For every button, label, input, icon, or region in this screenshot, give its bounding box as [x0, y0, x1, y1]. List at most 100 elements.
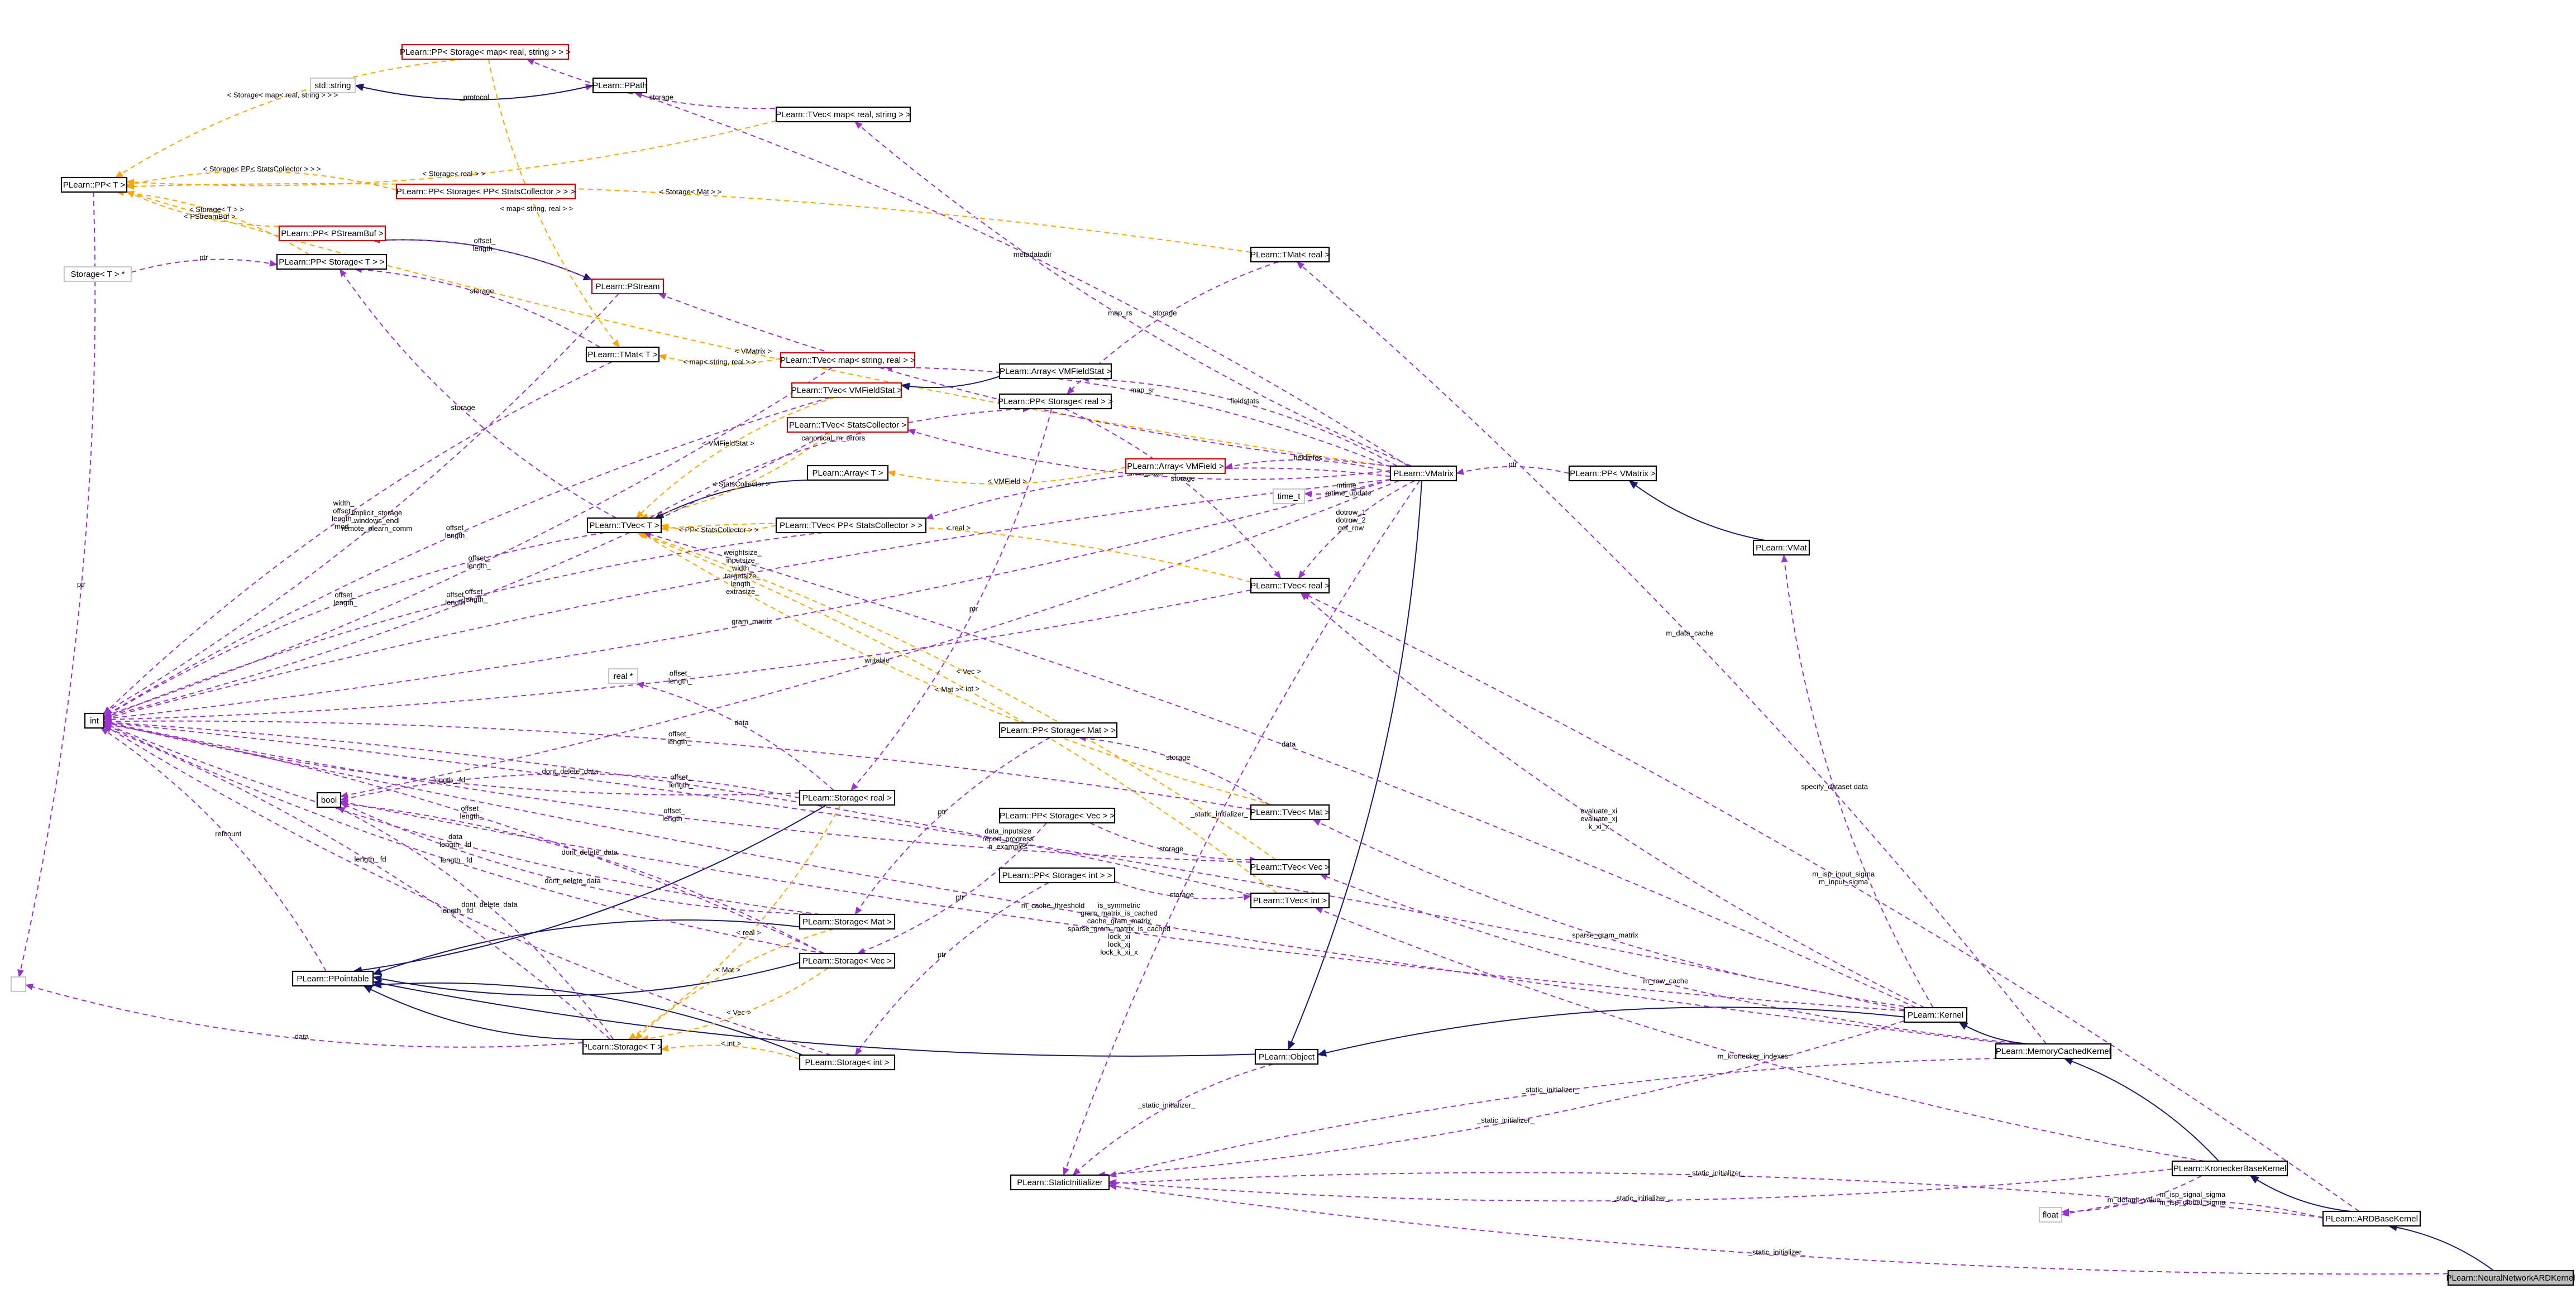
node-storage-mat[interactable]: PLearn::Storage< Mat > — [799, 913, 896, 930]
node-pp-storage-vec[interactable]: PLearn::PP< Storage< Vec > > — [998, 807, 1116, 824]
usage-edge-vmatrix-to-staticinit — [1063, 480, 1421, 1176]
usage-edge-kernel-to-int — [103, 720, 1905, 1010]
node-pp-t[interactable]: PLearn::PP< T > — [60, 176, 128, 193]
node-vmatrix[interactable]: PLearn::VMatrix — [1389, 465, 1457, 482]
node-label: PLearn::Array< T > — [812, 468, 883, 478]
node-ppath[interactable]: PLearn::PPath — [592, 77, 648, 94]
node-storage-t[interactable]: PLearn::Storage< T > — [582, 1038, 662, 1055]
node-box — [799, 952, 896, 969]
node-storage-vec[interactable]: PLearn::Storage< Vec > — [799, 952, 896, 969]
node-box — [2322, 1210, 2421, 1227]
node-std-string[interactable]: std::string — [309, 77, 356, 94]
node-bool[interactable]: bool — [316, 792, 342, 808]
node-ardbase[interactable]: PLearn::ARDBaseKernel — [2322, 1210, 2421, 1227]
node-box — [2447, 1269, 2574, 1286]
usage-edge-pp_storage_vec-to-storage_vec — [857, 822, 1047, 954]
usage-edge-vmatrix-to-pstream — [658, 293, 1393, 467]
inheritance-edge-ardbase-to-kronecker — [2249, 1175, 2352, 1212]
node-tvec-map-real-string[interactable]: PLearn::TVec< map< real, string > > — [775, 106, 911, 123]
edge-label: length_ fd — [441, 906, 473, 914]
node-empty-box[interactable] — [10, 976, 27, 993]
edge-labels-layer: < VMatrix >< Storage< map< real, string … — [77, 91, 2226, 1257]
edge-label: length_ fd — [355, 855, 386, 864]
node-array-t[interactable]: PLearn::Array< T > — [806, 464, 889, 481]
node-memcached[interactable]: PLearn::MemoryCachedKernel — [1995, 1043, 2112, 1060]
node-box — [806, 464, 889, 481]
node-box — [291, 970, 374, 987]
node-pp-vmatrix[interactable]: PLearn::PP< VMatrix > — [1568, 465, 1657, 482]
edge-label: offset_length_ — [662, 806, 686, 822]
template-edge-pp_storage_map-to-tmat_t — [488, 59, 620, 348]
node-pp-storage-mat[interactable]: PLearn::PP< Storage< Mat > > — [998, 722, 1118, 739]
node-array-vmfield[interactable]: PLearn::Array< VMField > — [1125, 458, 1226, 475]
edge-label: sparse_gram_matrix — [1572, 931, 1638, 939]
template-edge-pp_storage_t-to-pp_t — [116, 189, 310, 255]
edge-label: dont_delete_data — [562, 848, 618, 856]
edge-label: ptr — [199, 253, 208, 261]
usage-edge-tvec_real-to-int — [103, 589, 1251, 723]
node-box — [592, 77, 648, 94]
node-pp-storage-int[interactable]: PLearn::PP< Storage< int > > — [998, 867, 1116, 884]
node-pp-storage-t[interactable]: PLearn::PP< Storage< T > > — [276, 253, 388, 270]
node-box — [799, 1054, 896, 1071]
node-box — [998, 722, 1118, 739]
node-pp-storage-map[interactable]: PLearn::PP< Storage< map< real, string >… — [400, 44, 571, 60]
node-array-vmfieldstat[interactable]: PLearn::Array< VMFieldStat > — [998, 363, 1112, 380]
node-tvec-int[interactable]: PLearn::TVec< int > — [1250, 892, 1330, 909]
usage-edge-vmatrix-to-tvec_map_real_string — [854, 121, 1412, 467]
node-label: PLearn::PStream — [595, 282, 659, 291]
node-box — [799, 913, 896, 930]
node-tvec-map-string-real[interactable]: PLearn::TVec< map< string, real > > — [780, 352, 915, 368]
node-ppointable[interactable]: PLearn::PPointable — [291, 970, 374, 987]
edge-label: offset_length_ — [467, 554, 491, 570]
node-nnard[interactable]: PLearn::NeuralNetworkARDKernel — [2446, 1269, 2575, 1286]
node-storage-t-ptr[interactable]: Storage< T > * — [63, 266, 132, 282]
node-tmat-t[interactable]: PLearn::TMat< T > — [585, 346, 660, 363]
node-storage-int[interactable]: PLearn::Storage< int > — [799, 1054, 896, 1071]
edge-label: _protocol — [458, 93, 489, 102]
node-box — [586, 517, 662, 534]
edge-label: < map< string, real > > — [683, 357, 756, 366]
node-pp-pstreambuf[interactable]: PLearn::PP< PStreamBuf > — [278, 225, 386, 242]
node-vmat[interactable]: PLearn::VMat — [1752, 539, 1810, 556]
node-pstream[interactable]: PLearn::PStream — [591, 278, 665, 295]
node-tvec-real[interactable]: PLearn::TVec< real > — [1250, 577, 1330, 594]
node-tvec-statscoll[interactable]: PLearn::TVec< StatsCollector > — [786, 416, 909, 433]
usage-edge-storage_int-to-int — [103, 724, 831, 1056]
node-tvec-t[interactable]: PLearn::TVec< T > — [586, 517, 662, 534]
node-pp-storage-real[interactable]: PLearn::PP< Storage< real > > — [998, 393, 1113, 410]
edge-label: < Mat > — [716, 966, 740, 974]
node-tmat-real[interactable]: PLearn::TMat< real > — [1250, 246, 1330, 263]
node-tvec-vmfieldstat[interactable]: PLearn::TVec< VMFieldStat > — [791, 382, 902, 399]
node-float[interactable]: float — [2038, 1206, 2063, 1223]
node-kernel[interactable]: PLearn::Kernel — [1903, 1007, 1968, 1023]
node-real-ptr[interactable]: real * — [608, 668, 639, 684]
usage-edge-object-to-staticinit — [1072, 1063, 1274, 1176]
node-label: Storage< T > * — [70, 270, 125, 279]
edge-label: m_data_cache — [1666, 629, 1713, 637]
node-kronecker[interactable]: PLearn::KroneckerBaseKernel — [2171, 1160, 2288, 1177]
usage-edge-tvec_statscoll-to-int — [103, 432, 830, 718]
node-int[interactable]: int — [84, 712, 105, 729]
node-box — [608, 668, 639, 684]
node-object[interactable]: PLearn::Object — [1254, 1048, 1319, 1065]
template-edge-tvec_map_real_string-to-pp_t — [126, 120, 777, 186]
inheritance-edge-ppath-to-std_string — [355, 83, 594, 100]
node-pp-storage-statscoll[interactable]: PLearn::PP< Storage< PP< StatsCollector … — [395, 183, 576, 200]
node-tvec-mat[interactable]: PLearn::TVec< Mat > — [1250, 804, 1330, 821]
node-tvec-pp-statscoll[interactable]: PLearn::TVec< PP< StatsCollector > > — [775, 517, 927, 534]
edge-label: ptr — [955, 893, 964, 901]
node-time-t[interactable]: time_t — [1272, 488, 1306, 505]
node-box — [1389, 465, 1457, 482]
edges-layer — [17, 59, 2494, 1275]
usage-edge-tvec_pp_statscoll-to-int — [103, 532, 823, 719]
node-tvec-vec[interactable]: PLearn::TVec< Vec > — [1250, 859, 1330, 875]
node-box — [1568, 465, 1657, 482]
node-storage-real[interactable]: PLearn::Storage< real > — [799, 789, 896, 806]
edge-label: _static_initializer_ — [1748, 1248, 1806, 1257]
node-box — [1903, 1007, 1968, 1023]
inheritance-edge-object-to-ppointable — [372, 979, 1256, 1057]
node-staticinit[interactable]: PLearn::StaticInitializer — [1010, 1174, 1110, 1191]
